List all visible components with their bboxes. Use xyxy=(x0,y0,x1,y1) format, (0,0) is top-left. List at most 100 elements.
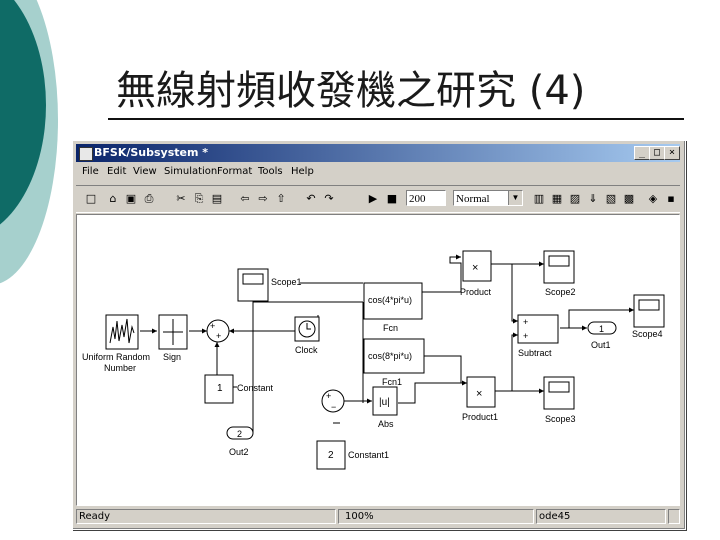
menu-tools[interactable]: Tools xyxy=(258,166,283,177)
sum-plus-sign-2: + xyxy=(216,331,221,341)
maximize-button[interactable]: □ xyxy=(649,146,665,160)
sum-plus-sign: + xyxy=(210,321,215,331)
status-zoom: 100% xyxy=(338,509,534,524)
stop-time-input[interactable]: 200 xyxy=(406,190,446,206)
constant-block[interactable]: 1 xyxy=(204,374,234,404)
model-explorer-icon[interactable]: ▦ xyxy=(551,192,563,205)
copy-icon[interactable]: ⎘ xyxy=(194,192,204,205)
out1-label: Out1 xyxy=(591,340,611,350)
menu-view[interactable]: View xyxy=(133,166,157,177)
out2-label: Out2 xyxy=(229,447,249,457)
difference-sum-block[interactable]: + − xyxy=(321,389,345,413)
multiply-icon-2: × xyxy=(476,388,482,400)
paste-icon[interactable]: ▤ xyxy=(211,192,223,205)
constant1-value: 2 xyxy=(328,450,334,461)
minimize-button[interactable]: _ xyxy=(634,146,650,160)
scope2-label: Scope2 xyxy=(545,287,576,297)
product1-block[interactable]: × xyxy=(466,376,496,408)
window-title: BFSK/Subsystem * xyxy=(94,146,209,159)
clock-label: Clock xyxy=(295,345,318,355)
clock-block[interactable] xyxy=(294,316,320,342)
constant-label: Constant xyxy=(237,383,274,393)
fcn1-block[interactable]: cos(8*pi*u) xyxy=(363,338,425,374)
scope4-label: Scope4 xyxy=(632,329,663,339)
subtract-label: Subtract xyxy=(518,348,552,358)
start-icon[interactable]: ▶ xyxy=(368,192,378,205)
simulink-window-icon xyxy=(79,147,93,161)
chevron-down-icon[interactable]: ▼ xyxy=(508,191,522,205)
subsystem-icon[interactable]: ▩ xyxy=(623,192,635,205)
out1-port-number: 1 xyxy=(599,324,604,334)
library-icon[interactable]: ▥ xyxy=(533,192,545,205)
build-icon[interactable]: ▧ xyxy=(605,192,617,205)
help-icon[interactable]: ▪ xyxy=(667,192,675,205)
product1-label: Product1 xyxy=(462,412,498,422)
menu-simulation[interactable]: Simulation xyxy=(164,166,218,177)
decor-dark-arc xyxy=(0,0,46,225)
abs-block[interactable]: |u| xyxy=(372,386,398,416)
uniform-random-number-block[interactable] xyxy=(105,314,139,350)
fcn-label: Fcn xyxy=(383,323,398,333)
diagnostics-icon[interactable]: ◈ xyxy=(648,192,658,205)
undo-icon[interactable]: ↶ xyxy=(306,192,316,205)
simulation-mode-value: Normal xyxy=(456,193,490,205)
out1-port-block[interactable]: 1 xyxy=(587,321,617,335)
window-titlebar[interactable]: BFSK/Subsystem * _ □ × xyxy=(76,144,680,162)
subtract-plus-sign-2: + xyxy=(523,331,528,341)
constant1-block[interactable]: 2 xyxy=(316,440,346,470)
update-icon[interactable]: ⇓ xyxy=(588,192,598,205)
product-label: Product xyxy=(460,287,492,297)
scope3-label: Scope3 xyxy=(545,414,576,424)
resize-grip-icon[interactable] xyxy=(668,509,680,524)
signal-lines xyxy=(140,254,634,436)
scope4-block[interactable] xyxy=(633,294,665,328)
scope1-block[interactable] xyxy=(237,268,269,302)
simulation-mode-select[interactable]: Normal ▼ xyxy=(453,190,523,206)
forward-icon[interactable]: ⇨ xyxy=(258,192,268,205)
menu-format[interactable]: Format xyxy=(217,166,253,177)
toolbar: □ ⌂ ▣ ⎙ ✂ ⎘ ▤ ⇦ ⇨ ⇧ ↶ ↷ ▶ ■ 200 Normal ▼… xyxy=(76,185,680,213)
new-icon[interactable]: □ xyxy=(85,192,97,205)
out2-port-block[interactable]: 2 xyxy=(226,426,254,440)
menu-bar: File Edit View Simulation Format Tools H… xyxy=(76,163,680,183)
stop-icon[interactable]: ■ xyxy=(386,192,398,205)
constant1-label: Constant1 xyxy=(348,450,389,460)
up-icon[interactable]: ⇧ xyxy=(276,192,286,205)
multiply-icon: × xyxy=(472,262,478,274)
status-bar: Ready 100% ode45 xyxy=(76,509,680,525)
difference-minus-sign: − xyxy=(331,402,336,412)
fcn1-label: Fcn1 xyxy=(382,377,402,387)
fcn-block[interactable]: cos(4*pi*u) xyxy=(363,282,423,320)
redo-icon[interactable]: ↷ xyxy=(324,192,334,205)
save-icon[interactable]: ▣ xyxy=(125,192,137,205)
product-block[interactable]: × xyxy=(462,250,492,282)
menu-help[interactable]: Help xyxy=(291,166,314,177)
status-ready: Ready xyxy=(76,509,336,524)
sign-block[interactable] xyxy=(158,314,188,350)
cut-icon[interactable]: ✂ xyxy=(176,192,186,205)
back-icon[interactable]: ⇦ xyxy=(240,192,250,205)
print-icon[interactable]: ⎙ xyxy=(144,192,154,205)
constant-value: 1 xyxy=(217,383,223,394)
fcn1-expression: cos(8*pi*u) xyxy=(368,351,412,361)
abs-expression: |u| xyxy=(379,397,390,408)
difference-plus-sign: + xyxy=(326,391,331,401)
menu-edit[interactable]: Edit xyxy=(107,166,127,177)
close-button[interactable]: × xyxy=(664,146,680,160)
out2-port-number: 2 xyxy=(237,429,242,439)
debug-icon[interactable]: ▨ xyxy=(569,192,581,205)
subtract-plus-sign: + xyxy=(523,317,528,327)
open-icon[interactable]: ⌂ xyxy=(109,192,117,205)
scope3-block[interactable] xyxy=(543,376,575,410)
subtract-block[interactable]: + + xyxy=(517,314,559,344)
menu-file[interactable]: File xyxy=(82,166,99,177)
scope1-label: Scope1 xyxy=(271,277,302,287)
fcn-expression: cos(4*pi*u) xyxy=(368,295,412,305)
simulink-window: BFSK/Subsystem * _ □ × File Edit View Si… xyxy=(72,140,686,530)
sum-block[interactable]: + + xyxy=(206,319,230,343)
scope2-block[interactable] xyxy=(543,250,575,284)
